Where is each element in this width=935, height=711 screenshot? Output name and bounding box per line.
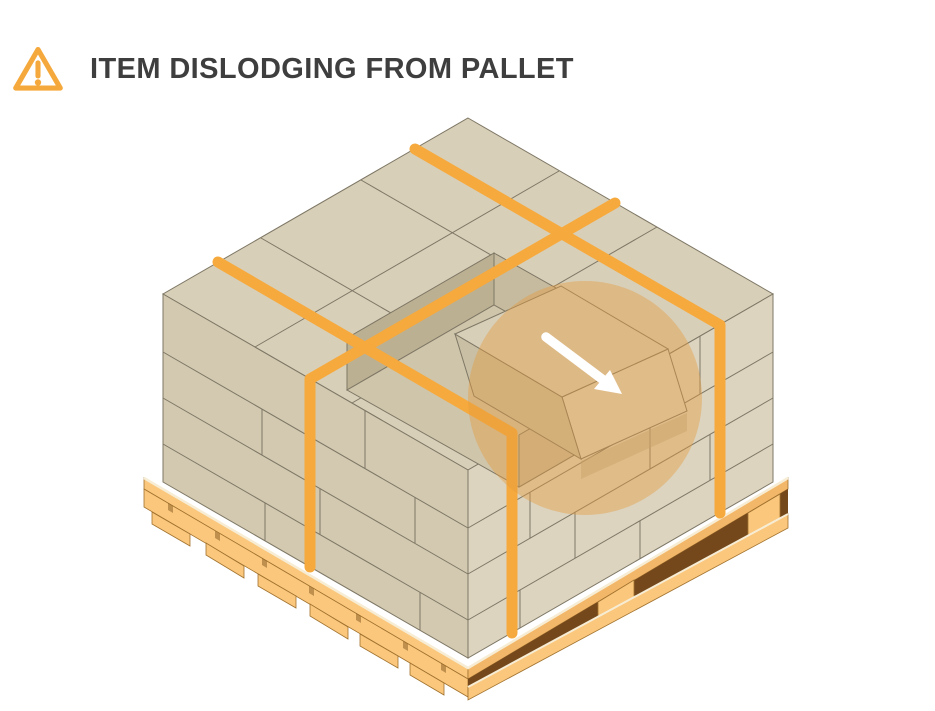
dislodged-box: [453, 285, 688, 479]
strap-band: [409, 143, 726, 519]
dislodged-box-top-face: [453, 285, 670, 398]
pallet-deck-edge: [143, 476, 789, 670]
pallet-tabs: [151, 511, 445, 696]
straps: [212, 143, 726, 639]
warning-triangle-icon: [13, 46, 63, 91]
figure-title: ITEM DISLODGING FROM PALLET: [90, 52, 574, 85]
pallet-rail-edge: [467, 513, 789, 688]
dislodge-arrow-icon: [541, 332, 622, 394]
pallet: [143, 476, 789, 701]
pallet-ticks: [168, 503, 446, 673]
strap-band: [212, 256, 518, 639]
dislodged-box-shadow: [581, 413, 687, 479]
stack-right-face: [467, 293, 774, 659]
strap-band: [304, 197, 621, 573]
figure-header: ITEM DISLODGING FROM PALLET: [12, 44, 574, 94]
highlight-circle: [468, 281, 702, 515]
